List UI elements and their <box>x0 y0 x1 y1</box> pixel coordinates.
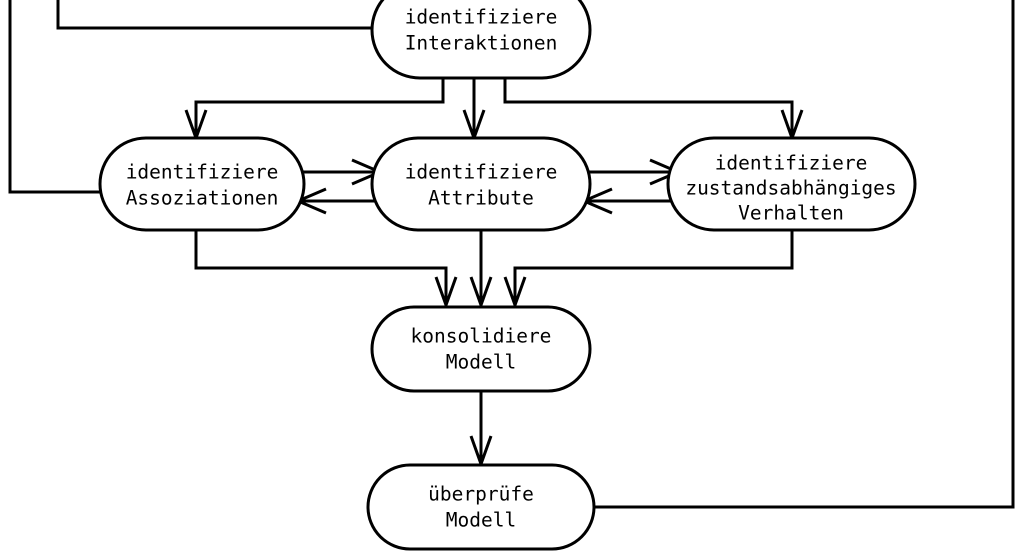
arrowhead-attributes-to-consolidate <box>469 276 493 310</box>
edge-verify-feedback-right <box>592 0 1015 509</box>
node-label-identify-interactions-line1: identifiziere <box>405 6 558 29</box>
edge-interactions-feedback-left <box>56 0 372 30</box>
node-identify-associations[interactable]: identifiziere Assoziationen <box>98 136 306 232</box>
node-verify-model[interactable]: überprüfe Modell <box>366 463 596 551</box>
node-label-identify-behaviour-line3: Verhalten <box>738 202 844 225</box>
node-label-identify-associations-line2: Assoziationen <box>126 187 279 210</box>
node-identify-interactions[interactable]: identifiziere Interaktionen <box>370 0 592 80</box>
edge-behaviour-to-consolidate <box>513 231 794 303</box>
node-label-consolidate-model-line2: Modell <box>446 351 516 374</box>
node-label-identify-associations-line1: identifiziere <box>126 161 279 184</box>
node-label-verify-model-line1: überprüfe <box>428 483 534 506</box>
node-label-identify-attributes-line1: identifiziere <box>405 161 558 184</box>
arrowhead-behaviour-to-consolidate <box>503 276 527 310</box>
node-label-identify-behaviour-line2: zustandsabhängiges <box>685 177 896 200</box>
edge-interactions-to-associations <box>194 78 445 136</box>
node-label-consolidate-model-line1: konsolidiere <box>411 325 552 348</box>
node-identify-attributes[interactable]: identifiziere Attribute <box>370 136 592 232</box>
edge-associations-to-consolidate <box>194 231 448 303</box>
node-label-identify-behaviour-line1: identifiziere <box>715 152 868 175</box>
edge-associations-feedback-left <box>8 0 103 194</box>
edge-interactions-to-behaviour <box>503 78 794 136</box>
node-identify-state-dependent-behaviour[interactable]: identifiziere zustandsabhängiges Verhalt… <box>666 136 917 232</box>
node-label-verify-model-line2: Modell <box>446 509 516 532</box>
node-label-identify-interactions-line2: Interaktionen <box>405 32 558 55</box>
node-label-identify-attributes-line2: Attribute <box>428 187 534 210</box>
node-consolidate-model[interactable]: konsolidiere Modell <box>370 305 592 393</box>
arrowhead-associations-to-consolidate <box>434 276 458 310</box>
